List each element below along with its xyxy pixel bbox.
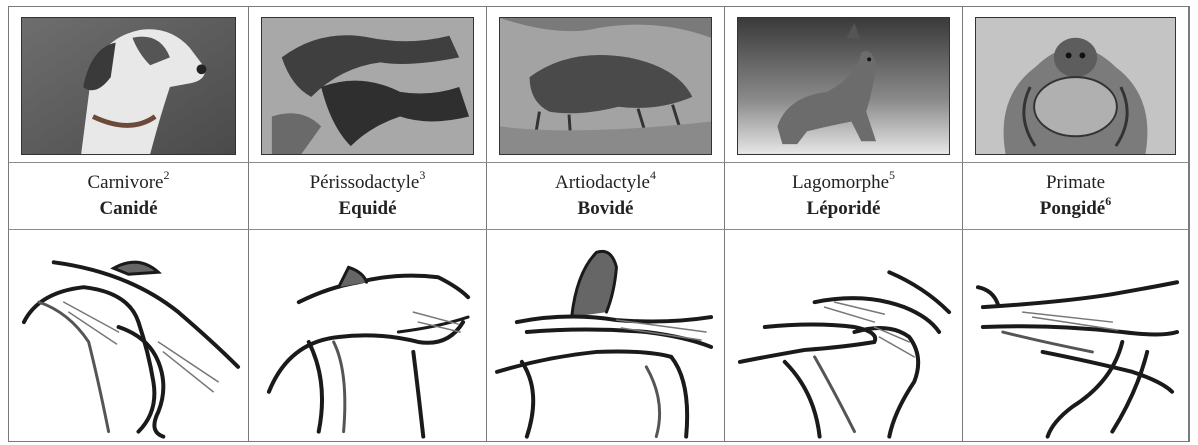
family-label: Equidé [338,198,396,219]
family-label: Léporidé [807,198,881,219]
column-pongid: Primate Pongidé6 [963,7,1189,441]
family-label: Canidé [99,198,157,219]
footnote-marker: 5 [889,168,895,182]
footnote-marker: 4 [650,168,656,182]
comparison-table: Carnivore2 Canidé Pér [8,6,1190,442]
cave-painting-bison-photo [499,17,712,155]
caption-equid: Périssodactyle3 Equidé [249,170,486,222]
canid-larynx-sketch [9,232,248,440]
order-label: Périssodactyle [310,172,420,193]
column-leporid: Lagomorphe5 Léporidé [725,7,963,441]
column-canid: Carnivore2 Canidé [9,7,249,441]
orangutan-drawing [975,17,1176,155]
row-divider [9,229,1189,230]
family-label: Pongidé [1040,198,1105,219]
leporid-larynx-sketch [725,232,962,440]
column-bovid: Artiodactyle4 Bovidé [487,7,725,441]
order-label: Carnivore [88,172,164,193]
dog-photo [21,17,236,155]
order-label: Primate [1046,172,1105,193]
caption-bovid: Artiodactyle4 Bovidé [487,170,724,222]
bovid-larynx-sketch [487,232,724,440]
family-label: Bovidé [578,198,634,219]
pongid-larynx-sketch [963,232,1188,440]
row-divider [9,162,1189,163]
column-equid: Périssodactyle3 Equidé [249,7,487,441]
footnote-marker: 3 [419,168,425,182]
caption-pongid: Primate Pongidé6 [963,170,1188,222]
order-label: Lagomorphe [792,172,889,193]
equid-larynx-sketch [249,232,486,440]
footnote-marker: 6 [1105,194,1111,208]
caption-canid: Carnivore2 Canidé [9,170,248,222]
order-label: Artiodactyle [555,172,650,193]
caption-leporid: Lagomorphe5 Léporidé [725,170,962,222]
cave-painting-horses-photo [261,17,474,155]
hare-photo [737,17,950,155]
footnote-marker: 2 [163,168,169,182]
